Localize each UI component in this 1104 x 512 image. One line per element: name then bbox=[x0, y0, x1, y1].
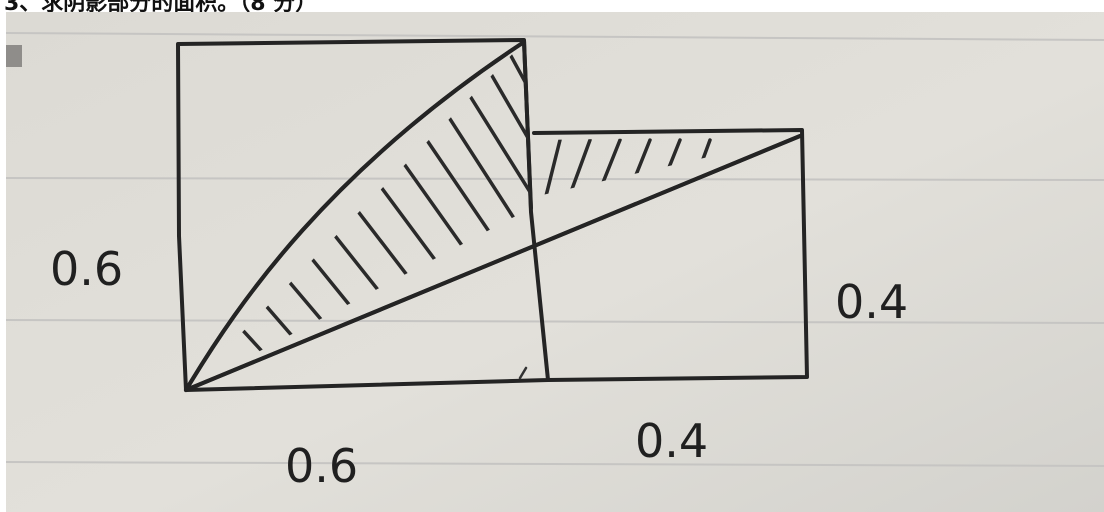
arc-curve-top bbox=[184, 40, 526, 392]
paper-background bbox=[6, 12, 1104, 512]
diagonal-line-top bbox=[184, 134, 802, 392]
corner-mark bbox=[6, 45, 22, 67]
inner-edge-line bbox=[522, 40, 533, 210]
label-bottom-right: 0.4 bbox=[635, 414, 708, 468]
right-rectangle bbox=[532, 128, 809, 382]
label-right-rect-side: 0.4 bbox=[835, 275, 908, 329]
corner-tick-mark bbox=[518, 366, 528, 380]
ruled-lines bbox=[5, 32, 1104, 467]
label-bottom-left: 0.6 bbox=[285, 439, 358, 493]
label-left-square-side: 0.6 bbox=[50, 242, 123, 296]
